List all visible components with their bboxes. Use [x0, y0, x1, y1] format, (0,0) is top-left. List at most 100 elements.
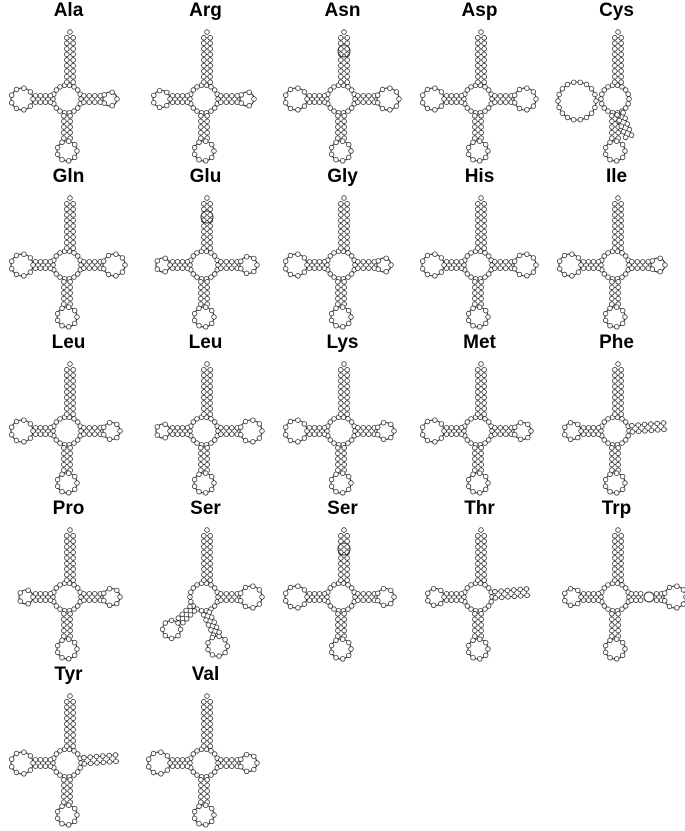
nucleotide [229, 259, 235, 265]
nucleotide [59, 820, 65, 827]
nucleotide [482, 154, 489, 161]
nucleotide [53, 603, 59, 609]
nucleotide [338, 62, 344, 69]
nucleotide [54, 144, 61, 151]
nucleotide [595, 591, 602, 597]
nucleotide [612, 206, 618, 212]
nucleotide [211, 751, 218, 757]
nucleotide [481, 406, 487, 412]
nucleotide [628, 132, 635, 138]
cloverleaf-structure [282, 195, 394, 330]
nucleotide [618, 383, 624, 390]
nucleotide [105, 252, 112, 259]
nucleotide [387, 107, 393, 113]
nucleotide [251, 96, 257, 102]
nucleotide [190, 769, 196, 775]
nucleotide [70, 62, 76, 69]
nucleotide [198, 279, 204, 285]
nucleotide [344, 400, 350, 406]
panel-label: Arg [189, 0, 222, 21]
nucleotide [54, 317, 61, 324]
trna-panel-lys: Lys [274, 332, 411, 498]
nucleotide [67, 793, 73, 800]
nucleotide [335, 124, 341, 130]
nucleotide [338, 74, 344, 80]
nucleotide [383, 255, 389, 261]
nucleotide [396, 96, 402, 102]
nucleotide [207, 35, 213, 41]
cloverleaf [555, 29, 635, 164]
nucleotide [475, 201, 481, 207]
nucleotide [207, 710, 213, 716]
nucleotide [419, 432, 426, 438]
nucleotide [42, 591, 49, 597]
nucleotide [458, 425, 465, 431]
nucleotide [472, 622, 478, 628]
nucleotide [341, 129, 347, 136]
cloverleaf-structure [562, 361, 668, 496]
nucleotide [485, 314, 491, 320]
nucleotide [618, 35, 624, 41]
nucleotide [345, 639, 352, 646]
nucleotide [441, 96, 447, 102]
nucleotide [301, 103, 308, 109]
trna-panel-ile: Ile [548, 166, 685, 332]
nucleotide [339, 470, 346, 476]
nucleotide [208, 772, 214, 778]
nucleotide [54, 808, 61, 815]
nucleotide [198, 124, 204, 130]
nucleotide [74, 105, 81, 111]
nucleotide [578, 594, 584, 600]
nucleotide [472, 461, 478, 468]
nucleotide [482, 486, 489, 493]
nucleotide [618, 560, 624, 567]
nucleotide [465, 144, 472, 151]
nucleotide [54, 815, 61, 822]
nucleotide [345, 141, 352, 148]
nucleotide [246, 102, 252, 109]
nucleotide [344, 206, 350, 212]
nucleotide [64, 46, 70, 52]
nucleotide [618, 367, 624, 373]
nucleotide [13, 769, 20, 776]
nucleotide [333, 156, 339, 163]
nucleotide [524, 85, 530, 91]
cloverleaf-structure [17, 527, 123, 662]
nucleotide [209, 652, 216, 658]
nucleotide [223, 265, 229, 271]
nucleotide [476, 304, 483, 310]
nucleotide [64, 234, 70, 240]
nucleotide [224, 643, 231, 649]
nucleotide [61, 450, 67, 457]
nucleotide [202, 324, 209, 330]
nucleotide [335, 456, 341, 462]
nucleotide [301, 269, 308, 275]
nucleotide [122, 262, 128, 268]
nucleotide [251, 753, 257, 760]
nucleotide [333, 139, 339, 145]
nucleotide [615, 29, 621, 35]
nucleotide [475, 372, 481, 378]
nucleotide [348, 437, 355, 443]
trna-panel-tyr: Tyr [0, 664, 137, 830]
nucleotide [472, 456, 478, 462]
nucleotide [448, 93, 455, 99]
nucleotide [202, 304, 209, 310]
nucleotide [61, 284, 67, 291]
nucleotide [578, 262, 584, 268]
nucleotide [640, 265, 646, 271]
nucleotide [448, 425, 455, 431]
nucleotide [250, 583, 256, 589]
nucleotide [492, 99, 498, 105]
nucleotide [159, 626, 166, 633]
nucleotide [316, 259, 323, 265]
nucleotide [70, 40, 76, 46]
trna-panel-ser-2: Ser [274, 498, 411, 664]
nucleotide [464, 603, 470, 609]
nucleotide [331, 606, 337, 612]
nucleotide [482, 141, 489, 148]
nucleotide [613, 304, 620, 310]
nucleotide [316, 265, 323, 271]
nucleotide [475, 411, 481, 417]
acceptor-bulge [337, 542, 351, 556]
